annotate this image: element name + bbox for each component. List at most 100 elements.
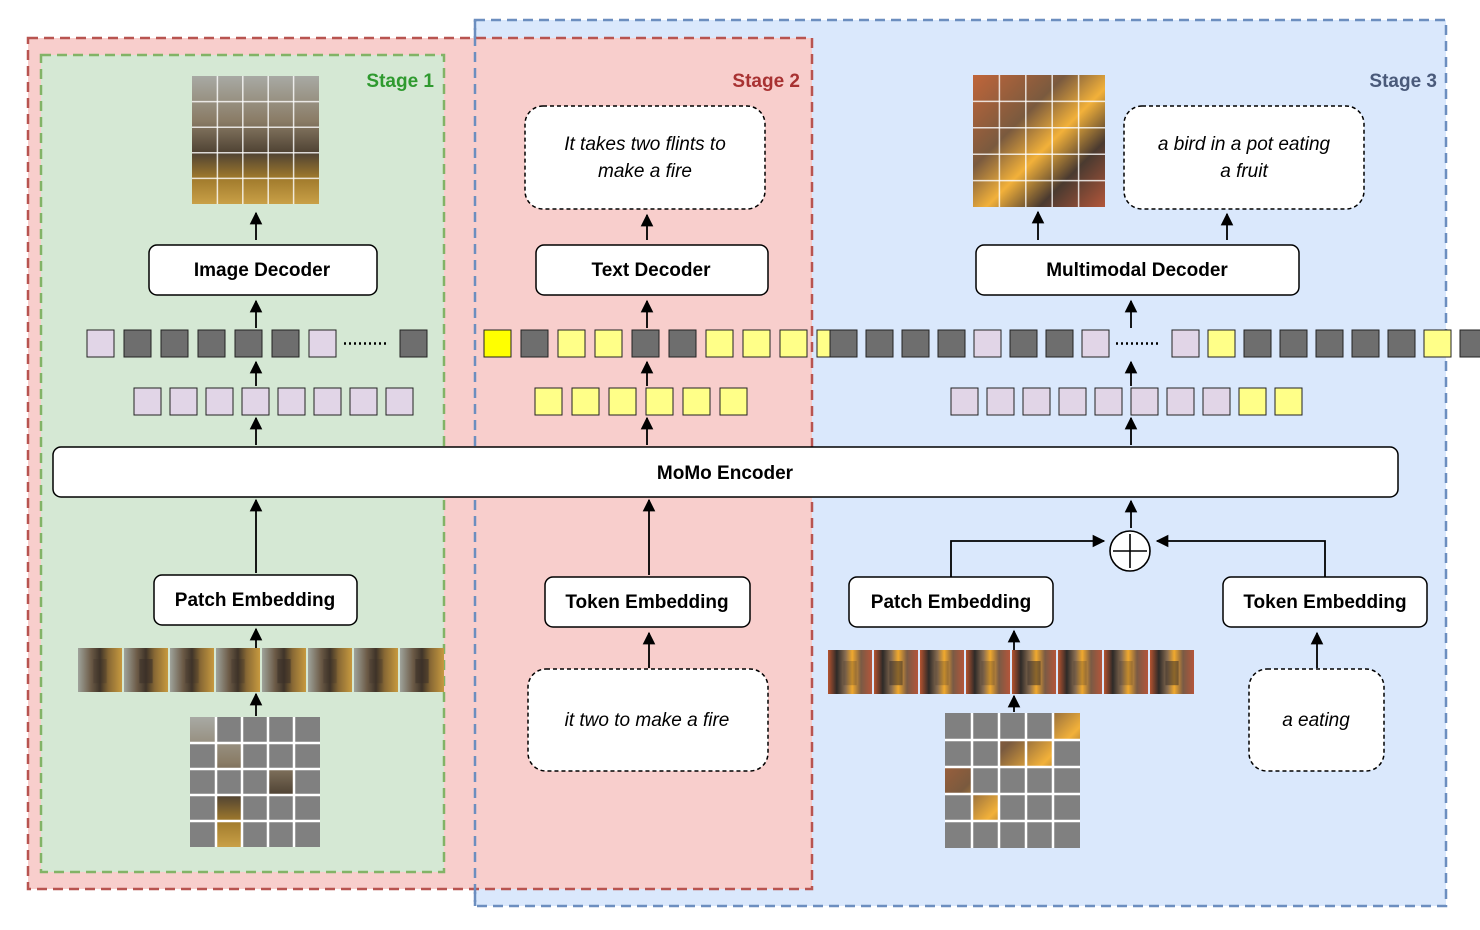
- masked-patch: [999, 767, 1026, 794]
- masked-patch: [242, 795, 268, 821]
- masked-token: [1459, 329, 1480, 358]
- masked-token: [197, 329, 226, 358]
- image-token: [241, 387, 270, 416]
- masked-patch: [945, 821, 972, 848]
- text-token: [1207, 329, 1236, 358]
- masked-token: [1387, 329, 1416, 358]
- stage3-patch-strip: [828, 650, 1194, 694]
- stage3-output-tokens: [829, 329, 1480, 358]
- text-token: [645, 387, 674, 416]
- image-token: [349, 387, 378, 416]
- masked-patch: [242, 743, 268, 769]
- stage3-label: Stage 3: [1369, 71, 1437, 92]
- stage2-input-tokens: [534, 387, 748, 416]
- masked-patch: [945, 713, 972, 740]
- masked-token: [1279, 329, 1308, 358]
- masked-token: [829, 329, 858, 358]
- image-patch: [354, 648, 398, 692]
- text-token: [557, 329, 586, 358]
- masked-patch: [1026, 713, 1053, 740]
- stage1-label: Stage 1: [366, 71, 434, 92]
- stage3-masked-image-grid: [945, 713, 1080, 848]
- stage1-patch-strip: [78, 648, 444, 692]
- image-token: [1022, 387, 1051, 416]
- patch-detail: [889, 661, 903, 686]
- masked-patch: [999, 794, 1026, 821]
- masked-patch: [242, 717, 268, 743]
- masked-token: [937, 329, 966, 358]
- stage3-arrow-patch-to-sum: [950, 534, 1106, 577]
- image-token: [1166, 387, 1195, 416]
- reconstructed-image: [192, 76, 319, 204]
- text-token: [483, 329, 512, 358]
- patch-detail: [1165, 661, 1179, 686]
- momo-encoder-label: MoMo Encoder: [657, 463, 794, 484]
- masked-patch: [268, 821, 294, 847]
- patch-detail: [1119, 661, 1133, 686]
- text-token: [1423, 329, 1452, 358]
- masked-patch: [1053, 740, 1080, 767]
- masked-patch: [945, 740, 972, 767]
- image-patch: [966, 650, 1010, 694]
- patch-detail: [1073, 661, 1087, 686]
- stage1-masked-image-grid: [190, 717, 320, 847]
- masked-token: [160, 329, 189, 358]
- masked-token: [1351, 329, 1380, 358]
- image-patch: [78, 648, 122, 692]
- patch-detail: [1027, 661, 1041, 686]
- masked-patch: [972, 740, 999, 767]
- masked-patch: [1053, 767, 1080, 794]
- masked-patch: [216, 717, 242, 743]
- masked-patch: [999, 821, 1026, 848]
- image-patch: [170, 648, 214, 692]
- text-token: [719, 387, 748, 416]
- masked-patch: [190, 743, 216, 769]
- masked-token: [1045, 329, 1074, 358]
- stage3-input-tokens: [950, 387, 1303, 416]
- masked-patch: [294, 821, 320, 847]
- image-token: [313, 387, 342, 416]
- masked-patch: [216, 769, 242, 795]
- masked-patch: [1053, 821, 1080, 848]
- image-patch: [1058, 650, 1102, 694]
- masked-patch: [294, 795, 320, 821]
- masked-patch: [1026, 821, 1053, 848]
- masked-token: [865, 329, 894, 358]
- text-token: [608, 387, 637, 416]
- stage2-token-embedding-label: Token Embedding: [565, 592, 728, 613]
- stage3-input-text: a eating: [1282, 710, 1350, 731]
- patch-detail: [185, 659, 199, 684]
- masked-patch: [972, 821, 999, 848]
- masked-patch: [294, 769, 320, 795]
- text-token: [1274, 387, 1303, 416]
- image-patch: [920, 650, 964, 694]
- text-token: [534, 387, 563, 416]
- stage2-input-text: it two to make a fire: [565, 710, 730, 731]
- masked-patch: [242, 821, 268, 847]
- patch-detail: [139, 659, 153, 684]
- stage3-input-text-box: [1248, 668, 1385, 772]
- multimodal-decoder-label: Multimodal Decoder: [1046, 260, 1228, 281]
- stage2-label: Stage 2: [732, 71, 800, 92]
- image-token: [1094, 387, 1123, 416]
- text-token: [742, 329, 771, 358]
- patch-detail: [277, 659, 291, 684]
- patch-detail: [323, 659, 337, 684]
- stage3-output-text-box: [1123, 105, 1365, 210]
- stage1-output-image: [192, 76, 319, 204]
- masked-patch: [242, 769, 268, 795]
- masked-patch: [972, 767, 999, 794]
- image-token: [1081, 329, 1110, 358]
- momo-encoder-box: [52, 446, 1399, 498]
- masked-token: [1315, 329, 1344, 358]
- text-token: [594, 329, 623, 358]
- masked-token: [631, 329, 660, 358]
- text-token: [1238, 387, 1267, 416]
- stage3-token-embedding-label: Token Embedding: [1243, 592, 1406, 613]
- text-token: [779, 329, 808, 358]
- image-token: [385, 387, 414, 416]
- masked-token: [520, 329, 549, 358]
- image-token: [205, 387, 234, 416]
- masked-token: [901, 329, 930, 358]
